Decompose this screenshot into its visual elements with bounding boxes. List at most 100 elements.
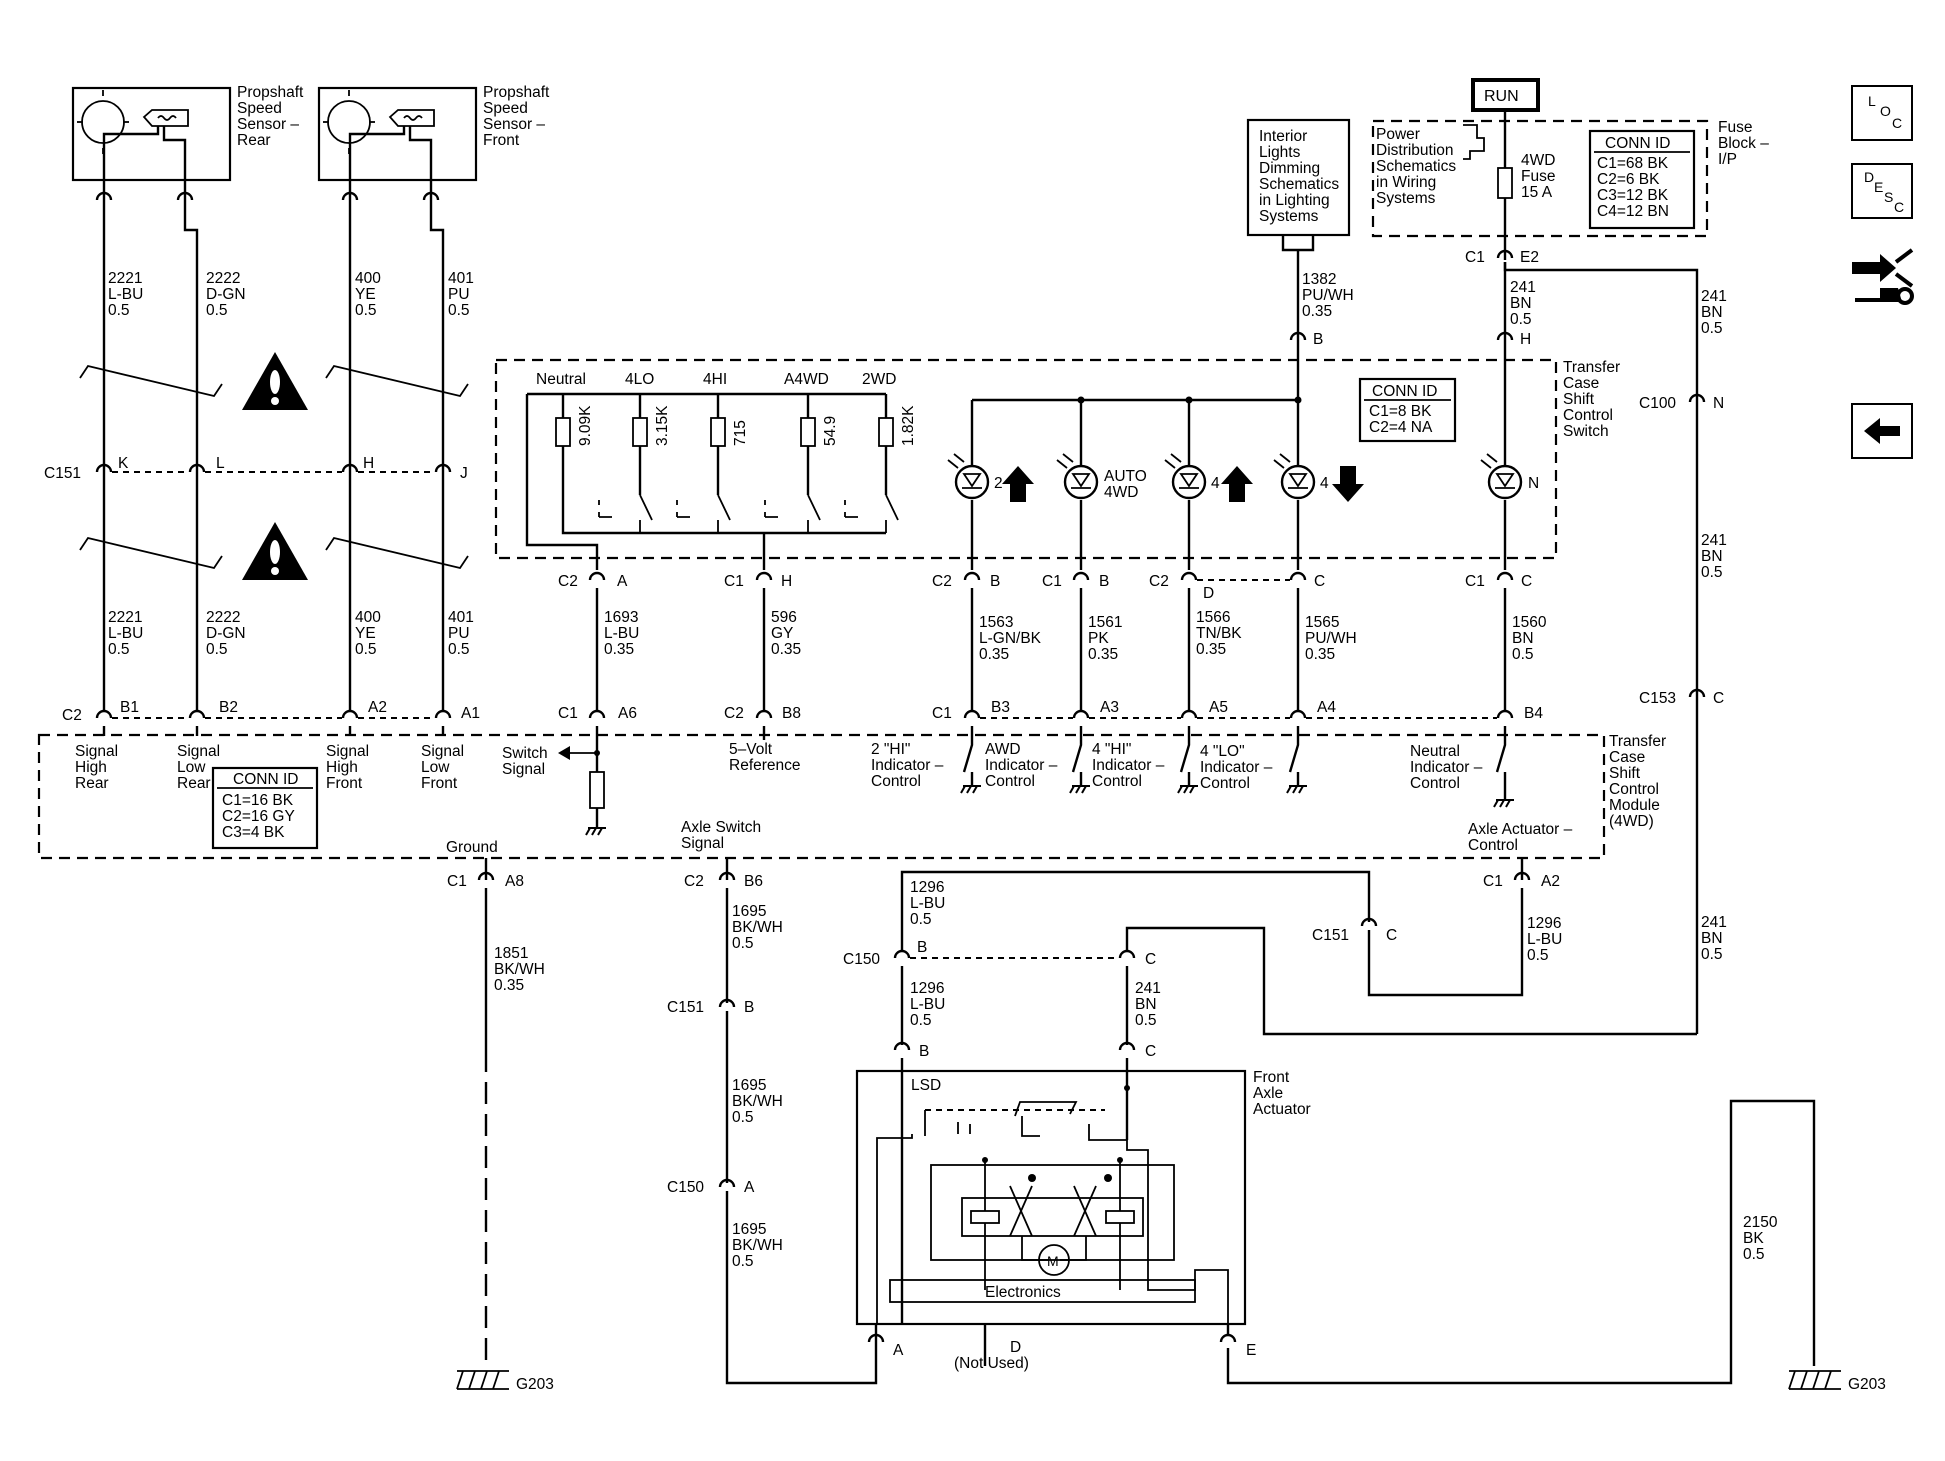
svg-text:Distribution: Distribution (1376, 142, 1454, 159)
svg-text:1851: 1851 (494, 945, 528, 962)
svg-text:Schematics: Schematics (1376, 158, 1456, 175)
svg-text:B: B (1313, 331, 1323, 348)
svg-text:401: 401 (448, 609, 474, 626)
svg-text:C2: C2 (932, 573, 952, 590)
svg-text:Ground: Ground (446, 839, 498, 856)
svg-text:Signal: Signal (326, 743, 369, 760)
svg-text:2221: 2221 (108, 609, 142, 626)
svg-text:1.82K: 1.82K (900, 405, 917, 446)
svg-text:A1: A1 (461, 705, 480, 722)
svg-text:M: M (1047, 1253, 1059, 1269)
transfer-case-shift-control-switch: B H Transfer Case Shift Control Switch C… (494, 331, 1620, 570)
svg-text:CONN ID: CONN ID (1605, 135, 1670, 152)
location-button[interactable]: L O C (1851, 85, 1913, 141)
svg-text:Systems: Systems (1376, 190, 1436, 207)
svg-text:2: 2 (994, 475, 1003, 492)
svg-text:BN: BN (1510, 295, 1532, 312)
svg-text:1566: 1566 (1196, 609, 1230, 626)
svg-text:1296: 1296 (910, 980, 944, 997)
svg-text:1695: 1695 (732, 1077, 766, 1094)
svg-text:Interior: Interior (1259, 128, 1307, 145)
svg-text:Low: Low (421, 759, 450, 776)
svg-text:C1: C1 (1483, 873, 1503, 890)
svg-text:L-BU: L-BU (910, 996, 945, 1013)
svg-text:C2: C2 (724, 705, 744, 722)
svg-text:N: N (1528, 475, 1539, 492)
svg-text:A: A (744, 1179, 755, 1196)
svg-text:C: C (1713, 690, 1724, 707)
svg-text:Fuse: Fuse (1521, 168, 1555, 185)
svg-text:C1: C1 (932, 705, 952, 722)
svg-text:15 A: 15 A (1521, 184, 1553, 201)
svg-text:AWD: AWD (985, 741, 1021, 758)
svg-text:H: H (781, 573, 792, 590)
svg-text:Case: Case (1609, 749, 1645, 766)
svg-text:C2: C2 (684, 873, 704, 890)
connector-tool-icon[interactable] (1852, 248, 1914, 305)
svg-text:D-GN: D-GN (206, 625, 246, 642)
transfer-case-shift-control-module: Transfer Case Shift Control Module (4WD)… (37, 699, 1666, 890)
svg-text:2150: 2150 (1743, 1214, 1778, 1231)
svg-text:0.35: 0.35 (1196, 641, 1226, 658)
svg-text:Control: Control (1092, 773, 1142, 790)
back-arrow-icon (1864, 418, 1900, 444)
svg-text:Signal: Signal (681, 835, 724, 852)
svg-text:Axle Actuator –: Axle Actuator – (1468, 821, 1573, 838)
svg-text:E2: E2 (1520, 249, 1539, 266)
svg-text:B8: B8 (782, 705, 801, 722)
svg-text:BN: BN (1135, 996, 1157, 1013)
svg-text:Transfer: Transfer (1563, 359, 1620, 376)
svg-text:Control: Control (1609, 781, 1659, 798)
svg-text:Indicator –: Indicator – (985, 757, 1058, 774)
svg-text:241: 241 (1701, 288, 1727, 305)
svg-text:0.35: 0.35 (494, 977, 524, 994)
svg-text:C2=6 BK: C2=6 BK (1597, 171, 1660, 188)
svg-text:BN: BN (1701, 548, 1723, 565)
svg-text:1695: 1695 (732, 903, 766, 920)
svg-text:1561: 1561 (1088, 614, 1122, 631)
svg-text:Control: Control (1563, 407, 1613, 424)
svg-text:YE: YE (355, 625, 376, 642)
svg-text:CONN ID: CONN ID (233, 771, 298, 788)
svg-text:Signal: Signal (421, 743, 464, 760)
svg-text:A6: A6 (618, 705, 637, 722)
svg-text:Axle Switch: Axle Switch (681, 819, 761, 836)
svg-text:D: D (1203, 585, 1214, 602)
svg-text:1695: 1695 (732, 1221, 766, 1238)
description-button[interactable]: D E S C (1851, 163, 1913, 219)
svg-text:0.5: 0.5 (1510, 311, 1532, 328)
svg-text:C3=4 BK: C3=4 BK (222, 824, 285, 841)
svg-text:H: H (363, 455, 374, 472)
svg-text:E: E (1874, 179, 1883, 195)
svg-text:Neutral: Neutral (536, 371, 586, 388)
svg-text:C1: C1 (1042, 573, 1062, 590)
svg-text:C1: C1 (724, 573, 744, 590)
svg-text:Control: Control (1410, 775, 1460, 792)
svg-text:1296: 1296 (910, 879, 944, 896)
svg-text:YE: YE (355, 286, 376, 303)
svg-text:2221: 2221 (108, 270, 142, 287)
svg-text:4 "HI": 4 "HI" (1092, 741, 1131, 758)
svg-text:0.35: 0.35 (979, 646, 1009, 663)
svg-text:Control: Control (1468, 837, 1518, 854)
back-arrow-button[interactable] (1851, 403, 1913, 459)
svg-text:C: C (1521, 573, 1532, 590)
svg-text:A4WD: A4WD (784, 371, 829, 388)
svg-text:A3: A3 (1100, 699, 1119, 716)
svg-text:L-BU: L-BU (108, 625, 143, 642)
svg-text:K: K (118, 455, 129, 472)
svg-text:C1=8 BK: C1=8 BK (1369, 403, 1432, 420)
svg-text:PU: PU (448, 286, 470, 303)
propshaft-sensor-front: Propshaft Speed Sensor – Front (317, 84, 550, 182)
svg-text:Control: Control (985, 773, 1035, 790)
svg-text:BK: BK (1743, 1230, 1764, 1247)
svg-text:Reference: Reference (729, 757, 801, 774)
svg-text:C151: C151 (1312, 927, 1349, 944)
svg-text:3.15K: 3.15K (654, 405, 671, 446)
